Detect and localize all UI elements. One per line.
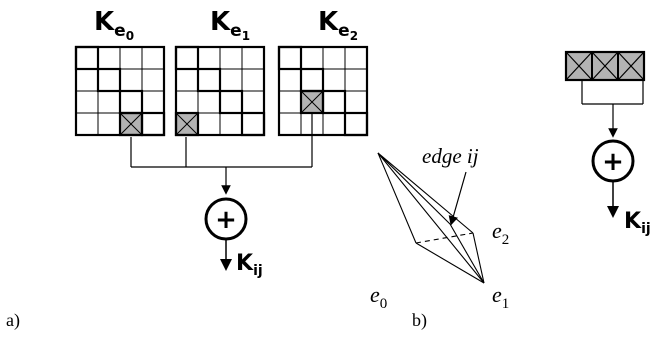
sum-symbol-c: +	[602, 147, 624, 177]
sum-symbol-a: +	[215, 205, 237, 235]
diagonal-cell	[299, 67, 325, 93]
row-entry-cell-0	[565, 51, 593, 81]
matrix-k-e1-label: Ke1	[210, 7, 250, 43]
vertex-e0-label: e0	[370, 282, 387, 312]
diagonal-cell	[140, 111, 166, 137]
matrix-k-e2-label: Ke2	[318, 7, 358, 43]
diagonal-cell	[240, 111, 266, 137]
panel-a-label: a)	[6, 310, 20, 331]
row-block	[564, 50, 646, 82]
diagonal-cell	[321, 89, 347, 115]
matrix-k-e0-label: Ke0	[94, 7, 134, 43]
sum-node-a: +	[204, 197, 248, 241]
assembly-connector-a	[130, 113, 313, 195]
result-k-ij-c: Kij	[624, 209, 651, 237]
panel-b-label: b)	[412, 310, 427, 331]
result-k-ij-a: Kij	[236, 251, 263, 279]
diagonal-cell	[218, 89, 244, 115]
diagonal-cell	[277, 45, 303, 71]
sum-node-c: +	[591, 139, 635, 183]
diagonal-cell	[174, 45, 200, 71]
element-matrix-0	[74, 45, 166, 137]
row-entry-cell-2	[617, 51, 645, 81]
assembly-connector-c	[581, 80, 644, 138]
element-matrices	[74, 45, 369, 137]
element-matrix-1	[174, 45, 266, 137]
vertex-e2-label: e2	[492, 218, 509, 248]
matrix-headers: Ke0 Ke1 Ke2	[94, 7, 358, 43]
diagonal-cell	[118, 89, 144, 115]
tetrahedron	[377, 152, 485, 284]
vertex-e1-label: e1	[492, 282, 509, 312]
edge-pointer-arrow	[448, 171, 467, 226]
diagonal-cell	[196, 67, 222, 93]
diagonal-cell	[74, 45, 100, 71]
edge-ij-label: edge ij	[422, 144, 479, 168]
element-matrix-2	[277, 45, 369, 137]
diagonal-cell	[343, 111, 369, 137]
row-entry-cell-1	[591, 51, 619, 81]
diagonal-cell	[96, 67, 122, 93]
